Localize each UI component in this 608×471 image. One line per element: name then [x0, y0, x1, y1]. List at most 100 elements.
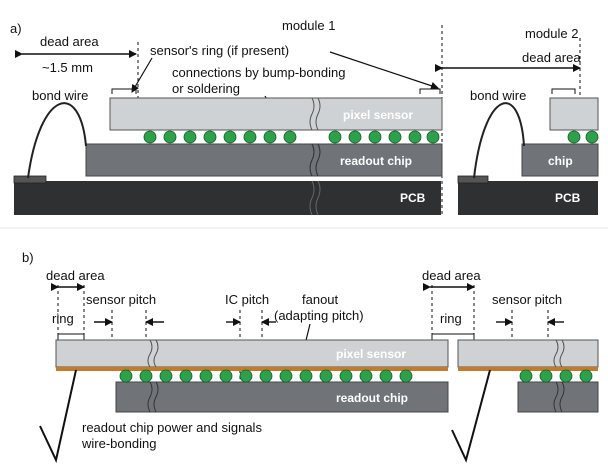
break-mark-b-chip-right — [553, 381, 565, 413]
bump-bond — [319, 369, 333, 383]
connections-label-line2: or soldering — [172, 81, 240, 96]
break-mark-b-sensor — [147, 339, 159, 368]
fanout-label-line2: (adapting pitch) — [274, 308, 364, 323]
pcb-pad-right — [457, 175, 489, 184]
pcb-right-label: PCB — [555, 191, 581, 205]
bump-bonds-module2 — [567, 130, 599, 144]
bump-bond — [579, 369, 593, 383]
module1-label: module 1 — [282, 18, 335, 33]
bump-bond — [328, 130, 342, 144]
break-mark-chip — [309, 143, 321, 177]
sensor-ring-pointer-left — [131, 57, 153, 93]
panel-b: b) dead area dead area sensor pitch IC p… — [22, 250, 599, 464]
break-mark-b-chip — [147, 381, 159, 413]
pcb-left-label: PCB — [400, 191, 426, 205]
bump-bond — [219, 369, 233, 383]
wirebond-label-line1: readout chip power and signals — [82, 420, 262, 435]
bump-bond — [223, 130, 237, 144]
pixel-sensor-b-right — [457, 339, 599, 368]
bump-bond — [263, 130, 277, 144]
ic-pitch-label: IC pitch — [225, 292, 269, 307]
bump-bonds-b-right — [519, 369, 593, 383]
break-mark-sensor — [309, 97, 321, 131]
bump-bond — [585, 130, 599, 144]
connections-label-line1: connections by bump-bonding — [172, 65, 345, 80]
panel-a: a) module 1 module 2 dead area ~1.5 mm s… — [10, 18, 599, 216]
bump-bond — [559, 369, 573, 383]
fanout-layer-main — [56, 367, 448, 371]
bump-bond — [348, 130, 362, 144]
bump-bond — [279, 369, 293, 383]
bond-wire-right — [473, 102, 525, 179]
bond-wire-left-label: bond wire — [32, 88, 88, 103]
bump-bond — [368, 130, 382, 144]
sensor-pitch-left-label: sensor pitch — [86, 292, 156, 307]
dead-area-size-label: ~1.5 mm — [42, 60, 93, 75]
bump-bond — [239, 369, 253, 383]
ring-bracket-mid — [419, 88, 441, 94]
bump-bonds-b-main — [119, 369, 413, 383]
bump-bond — [299, 369, 313, 383]
fanout-layer-right — [458, 367, 598, 371]
break-mark-pcb — [309, 180, 321, 216]
bond-wire-left — [27, 102, 87, 179]
bump-bond — [426, 130, 440, 144]
bump-bond — [159, 369, 173, 383]
bump-bond — [183, 130, 197, 144]
pixel-sensor-b-main — [55, 339, 449, 368]
pcb-left — [14, 181, 441, 215]
module2-label: module 2 — [525, 26, 578, 41]
bump-bond — [179, 369, 193, 383]
sensor-ring-pointer-right — [329, 51, 439, 90]
bump-bond — [163, 130, 177, 144]
readout-chip — [85, 143, 443, 177]
bump-bond — [399, 369, 413, 383]
bump-bond — [519, 369, 533, 383]
ring-bracket-left-b — [57, 333, 85, 340]
sensor-ring-label: sensor's ring (if present) — [150, 43, 289, 58]
pcb-pad-left — [13, 175, 47, 184]
dead-area-left-label: dead area — [40, 34, 99, 49]
dead-area-right-label: dead area — [522, 50, 581, 65]
ring-left-label: ring — [52, 311, 74, 326]
sensor-pitch-right-label: sensor pitch — [492, 292, 562, 307]
bump-bond — [388, 130, 402, 144]
pixel-sensor-label-b: pixel sensor — [336, 347, 406, 361]
bond-wire-right-label: bond wire — [470, 88, 526, 103]
wire-bond-b-left — [39, 369, 77, 464]
pixel-sensor-module1 — [109, 97, 443, 131]
break-mark-b-sensor-right — [553, 339, 565, 368]
bump-bonds-module1 — [143, 130, 440, 144]
dead-area-left-label-b: dead area — [46, 268, 105, 283]
dead-area-right-label-b: dead area — [422, 268, 481, 283]
ring-right-label: ring — [440, 311, 462, 326]
panel-a-tag: a) — [10, 21, 22, 36]
readout-chip-b — [115, 381, 449, 413]
readout-chip-label-b: readout chip — [336, 391, 408, 405]
fanout-label-line1: fanout — [302, 292, 339, 307]
ring-bracket-right-b — [431, 333, 475, 340]
bump-bond — [259, 369, 273, 383]
ring-bracket-left — [111, 88, 137, 94]
ring-bracket-right — [551, 88, 576, 94]
bump-bond — [359, 369, 373, 383]
readout-chip-label: readout chip — [340, 154, 412, 168]
pcb-right — [458, 181, 598, 215]
pixel-sensor-module2 — [549, 97, 599, 131]
bump-bond — [283, 130, 297, 144]
pixel-sensor-label: pixel sensor — [343, 108, 413, 122]
bump-bond — [139, 369, 153, 383]
bump-bond — [203, 130, 217, 144]
chip-label: chip — [548, 154, 573, 168]
bump-bond — [243, 130, 257, 144]
bump-bond — [143, 130, 157, 144]
bump-bond — [408, 130, 422, 144]
wire-bond-b-right — [451, 369, 491, 463]
bump-bond — [339, 369, 353, 383]
bump-bond — [539, 369, 553, 383]
chip-module2 — [521, 143, 599, 177]
bump-bond — [119, 369, 133, 383]
wirebond-label-line2: wire-bonding — [81, 436, 156, 451]
bump-bond — [199, 369, 213, 383]
